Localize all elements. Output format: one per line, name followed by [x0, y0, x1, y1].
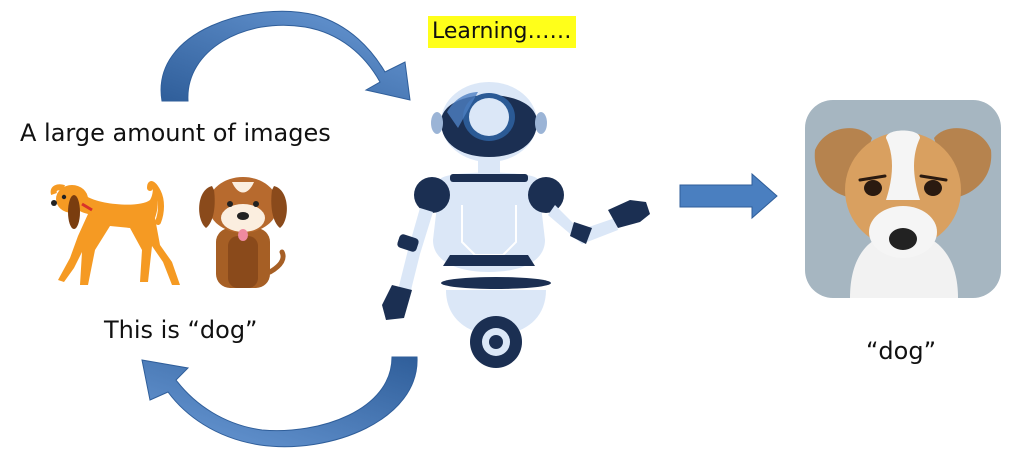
input-images-caption: A large amount of images	[20, 119, 331, 147]
learning-status-label: Learning……	[428, 16, 576, 48]
dog-face-icon	[805, 100, 1001, 298]
output-arrow	[679, 172, 778, 220]
curved-arrow-to-robot	[160, 10, 411, 102]
orange-dog-illustration	[50, 181, 180, 285]
brown-puppy-illustration	[199, 177, 287, 288]
teaching-label-caption: This is “dog”	[104, 316, 258, 344]
curved-arrow-to-images	[141, 356, 418, 448]
robot-illustration	[382, 82, 650, 368]
output-prediction-caption: “dog”	[866, 337, 937, 365]
